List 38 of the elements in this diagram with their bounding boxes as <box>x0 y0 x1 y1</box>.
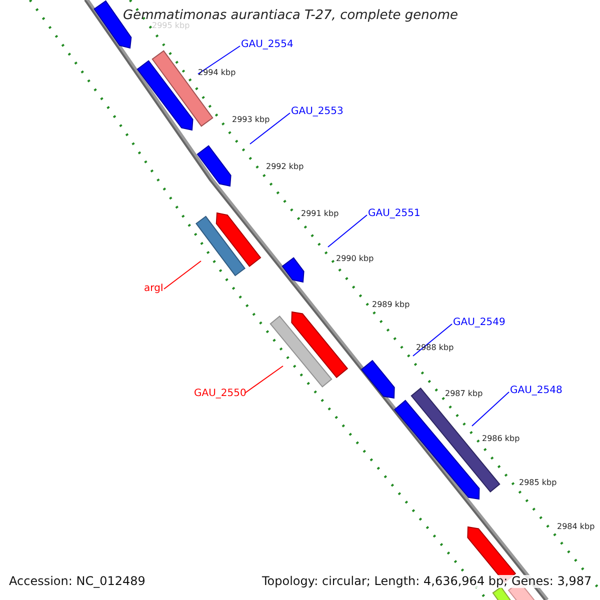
map-title: Gemmatimonas aurantiaca T-27, complete genome <box>123 9 458 23</box>
gene-segment <box>270 315 332 388</box>
scale-label: 2990 kbp <box>336 255 374 264</box>
gene-label: GAU_2550 <box>194 388 246 399</box>
gene-segment <box>216 212 262 267</box>
gene-segment <box>282 257 304 283</box>
scale-label: 2986 kbp <box>482 435 520 444</box>
map-footer: Topology: circular; Length: 4,636,964 bp; Genes: 3,987 <box>262 575 592 588</box>
gene-label: GAU_2551 <box>368 208 420 219</box>
gene-label: GAU_2548 <box>510 385 562 396</box>
leader-line <box>412 324 452 356</box>
gene-label: GAU_2549 <box>453 317 506 328</box>
gene-segment <box>196 216 246 276</box>
scale-label: 2984 kbp <box>557 523 595 532</box>
gene-segment <box>136 60 194 131</box>
gene-segment <box>291 311 348 378</box>
scale-label: 2985 kbp <box>519 479 557 488</box>
leader-line <box>164 260 202 290</box>
leader-line <box>250 112 290 144</box>
scale-label: 2987 kbp <box>445 390 483 399</box>
scale-label: 2994 kbp <box>198 69 236 78</box>
scale-label: 2992 kbp <box>266 163 304 172</box>
map-footer: Accession: NC_012489 <box>9 575 146 588</box>
gene-segment <box>410 387 500 493</box>
gene-label: GAU_2553 <box>291 106 344 117</box>
leader-line <box>328 214 368 248</box>
gene-segment <box>360 360 395 399</box>
scale-label: 2989 kbp <box>372 301 410 310</box>
gene-segment <box>196 145 232 187</box>
gene-segment <box>492 586 512 600</box>
leader-line <box>472 392 510 426</box>
gene-segment <box>394 400 480 500</box>
gene-label: argI <box>144 283 164 294</box>
leader-line <box>198 46 240 74</box>
leader-line <box>244 366 284 394</box>
scale-label: 2991 kbp <box>301 210 339 219</box>
gene-label: GAU_2554 <box>241 39 294 50</box>
scale-label: 2993 kbp <box>232 116 270 125</box>
